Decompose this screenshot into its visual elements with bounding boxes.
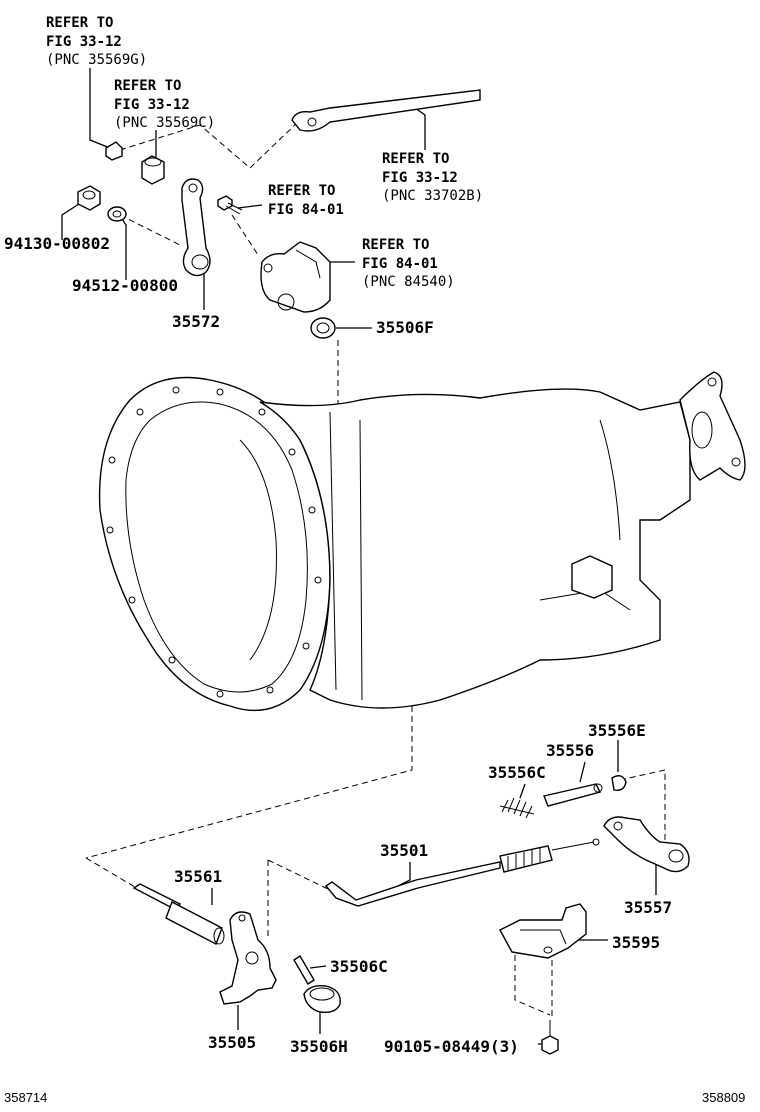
neutral-switch-84540-icon[interactable] — [260, 241, 331, 313]
footer-right-code: 358809 — [702, 1090, 745, 1105]
clip-35556e-icon[interactable] — [611, 775, 627, 792]
pin-35506c-icon[interactable] — [293, 955, 315, 985]
nut-94130-00802-icon[interactable] — [77, 185, 101, 211]
transmission-assembly — [98, 371, 746, 712]
washer-94512-00800-icon[interactable] — [107, 206, 127, 222]
part-label-35501[interactable]: 35501 — [380, 841, 428, 860]
part-label-94512-00800[interactable]: 94512-00800 — [72, 276, 178, 295]
reference-5-fig: FIG 84-01 — [362, 256, 438, 272]
bushing-35569c-icon[interactable] — [141, 155, 165, 185]
part-label-35557[interactable]: 35557 — [624, 898, 672, 917]
bolt-fig84-icon[interactable] — [217, 195, 243, 215]
bracket-35595-icon[interactable] — [499, 903, 587, 959]
footer-left-code: 358714 — [4, 1090, 47, 1105]
bolt-90105-08449-icon[interactable] — [541, 1020, 559, 1055]
part-label-35505[interactable]: 35505 — [208, 1033, 256, 1052]
reference-2-title: REFER TO — [114, 78, 181, 94]
manual-valve-lever-35557-icon[interactable] — [603, 816, 690, 873]
control-rod-33702b-icon[interactable] — [291, 89, 481, 132]
reference-5[interactable]: REFER TO FIG 84-01 (PNC 84540) — [362, 237, 455, 290]
part-label-35506H[interactable]: 35506H — [290, 1037, 348, 1056]
oil-seal-35506f-icon[interactable] — [310, 317, 336, 339]
part-label-35595[interactable]: 35595 — [612, 933, 660, 952]
part-label-35561[interactable]: 35561 — [174, 867, 222, 886]
reference-5-pnc: (PNC 84540) — [362, 274, 455, 290]
manual-shaft-35561-icon[interactable] — [132, 883, 225, 945]
part-label-90105-08449[interactable]: 90105-08449(3) — [384, 1037, 519, 1056]
reference-1[interactable]: REFER TO FIG 33-12 (PNC 35569G) — [46, 15, 147, 68]
part-label-35506F[interactable]: 35506F — [376, 318, 434, 337]
part-label-35556E[interactable]: 35556E — [588, 721, 646, 740]
reference-5-title: REFER TO — [362, 237, 429, 253]
pin-35556-icon[interactable] — [543, 783, 603, 807]
part-label-35506C[interactable]: 35506C — [330, 957, 388, 976]
control-cable-35501-icon[interactable] — [324, 838, 600, 907]
reference-1-pnc: (PNC 35569G) — [46, 52, 147, 68]
reference-4[interactable]: REFER TO FIG 84-01 — [268, 183, 344, 218]
part-label-35572[interactable]: 35572 — [172, 312, 220, 331]
plug-35569g-icon[interactable] — [105, 141, 123, 161]
shift-lever-35572-icon[interactable] — [181, 178, 211, 277]
reference-2-fig: FIG 33-12 — [114, 97, 190, 113]
reference-1-title: REFER TO — [46, 15, 113, 31]
part-label-35556C[interactable]: 35556C — [488, 763, 546, 782]
collar-35506h-icon[interactable] — [303, 984, 341, 1014]
part-label-35556[interactable]: 35556 — [546, 741, 594, 760]
detent-lever-35505-icon[interactable] — [219, 911, 277, 1005]
reference-4-title: REFER TO — [268, 183, 335, 199]
reference-2[interactable]: REFER TO FIG 33-12 (PNC 35569C) — [114, 78, 215, 131]
reference-3-title: REFER TO — [382, 151, 449, 167]
reference-3-fig: FIG 33-12 — [382, 170, 458, 186]
reference-1-fig: FIG 33-12 — [46, 34, 122, 50]
reference-3-pnc: (PNC 33702B) — [382, 188, 483, 204]
reference-4-fig: FIG 84-01 — [268, 202, 344, 218]
part-label-94130-00802[interactable]: 94130-00802 — [4, 234, 110, 253]
flange-bolt-holes — [106, 386, 322, 698]
reference-3[interactable]: REFER TO FIG 33-12 (PNC 33702B) — [382, 151, 483, 204]
spring-35556c-icon[interactable] — [499, 797, 535, 819]
reference-2-pnc: (PNC 35569C) — [114, 115, 215, 131]
